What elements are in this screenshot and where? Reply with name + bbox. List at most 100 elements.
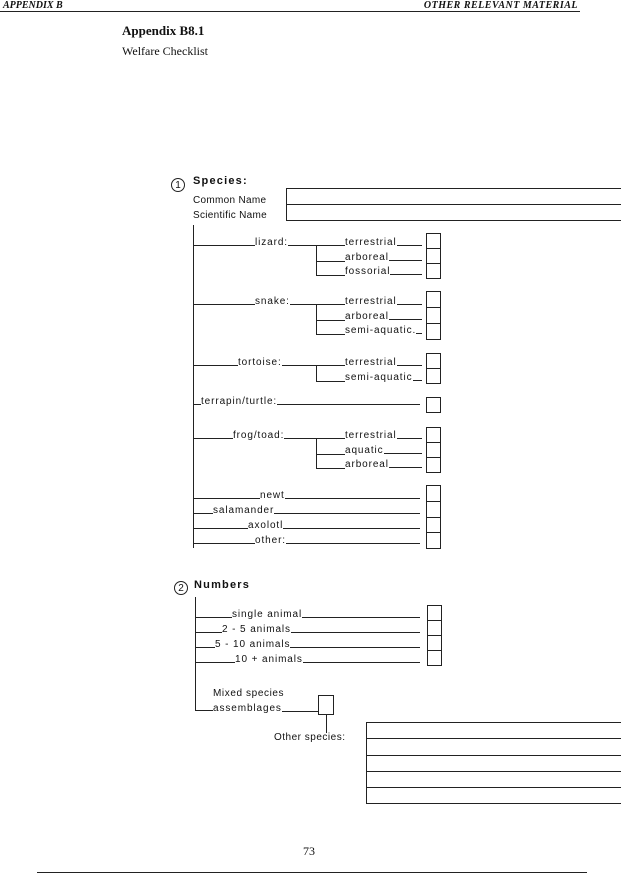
leader-line bbox=[396, 438, 422, 439]
checkbox[interactable] bbox=[427, 486, 440, 502]
leader-line bbox=[412, 379, 422, 381]
number-option: single animal bbox=[195, 607, 420, 620]
leader-line bbox=[195, 647, 215, 648]
habitat-option: terrestrial bbox=[345, 294, 422, 307]
header-rule bbox=[0, 11, 580, 12]
leader-line bbox=[274, 513, 420, 514]
habitat-option: fossorial bbox=[345, 264, 422, 277]
leader-line bbox=[195, 632, 222, 633]
other-species-line[interactable] bbox=[367, 788, 621, 803]
checkbox[interactable] bbox=[427, 369, 440, 383]
number-option-label: 2 - 5 animals bbox=[222, 624, 291, 635]
name-entry-box bbox=[286, 188, 621, 221]
checkbox-column bbox=[426, 353, 441, 384]
species-group-2: tortoise: bbox=[193, 355, 345, 368]
checkbox[interactable] bbox=[427, 458, 440, 472]
checkbox-column bbox=[426, 291, 441, 340]
checkbox[interactable] bbox=[427, 354, 440, 369]
checkbox[interactable] bbox=[428, 621, 441, 636]
mixed-species-label: Mixed species bbox=[213, 688, 285, 699]
leader-line bbox=[287, 245, 345, 246]
section-number-1: 1 bbox=[171, 178, 185, 192]
running-header-right: OTHER RELEVANT MATERIAL bbox=[423, 0, 578, 11]
other-species-line[interactable] bbox=[367, 756, 621, 772]
species-group-6-label: salamander bbox=[213, 505, 275, 516]
checkbox[interactable] bbox=[428, 651, 441, 665]
leader-line bbox=[285, 543, 420, 544]
other-species-box bbox=[366, 722, 621, 804]
common-name-field[interactable] bbox=[287, 189, 621, 205]
leader-line bbox=[388, 318, 422, 320]
leader-line bbox=[193, 438, 233, 439]
habitat-option-label: semi-aquatic. bbox=[345, 325, 417, 336]
branch-line bbox=[316, 334, 345, 335]
species-group-5: newt bbox=[193, 488, 420, 501]
number-option-label: 5 - 10 animals bbox=[215, 639, 291, 650]
checkbox[interactable] bbox=[427, 502, 440, 518]
habitat-option-label: arboreal bbox=[345, 310, 389, 322]
leader-line bbox=[290, 632, 420, 633]
leader-line bbox=[396, 304, 422, 305]
species-group-0-label: lizard: bbox=[255, 237, 288, 248]
checkbox[interactable] bbox=[427, 292, 440, 308]
other-species-line[interactable] bbox=[367, 739, 621, 756]
checkbox[interactable] bbox=[427, 443, 440, 458]
species-group-1-label: snake: bbox=[255, 296, 290, 307]
leader-line bbox=[193, 513, 213, 514]
leader-line bbox=[383, 452, 422, 454]
checkbox-column bbox=[426, 233, 441, 279]
leader-line bbox=[390, 274, 422, 275]
checkbox[interactable] bbox=[427, 518, 440, 534]
tree-branch bbox=[195, 710, 213, 711]
leader-line bbox=[195, 617, 232, 618]
leader-line bbox=[396, 365, 422, 366]
number-option: 5 - 10 animals bbox=[195, 637, 420, 650]
habitat-option-label: terrestrial bbox=[345, 296, 397, 307]
leader-line bbox=[193, 543, 255, 544]
checkbox[interactable] bbox=[427, 264, 440, 278]
leader-line bbox=[302, 617, 420, 618]
leader-line bbox=[193, 404, 201, 405]
habitat-option-label: arboreal bbox=[345, 459, 389, 470]
checkbox[interactable] bbox=[427, 324, 440, 339]
species-group-2-label: tortoise: bbox=[238, 357, 282, 368]
checkbox[interactable] bbox=[428, 606, 441, 621]
checkbox[interactable] bbox=[427, 398, 440, 412]
checkbox[interactable] bbox=[427, 428, 440, 443]
leader-line bbox=[193, 365, 238, 366]
leader-line bbox=[283, 528, 420, 529]
habitat-option-label: terrestrial bbox=[345, 357, 397, 368]
habitat-option: semi-aquatic bbox=[345, 370, 422, 383]
checkbox[interactable] bbox=[427, 234, 440, 249]
leader-line bbox=[281, 365, 345, 366]
common-name-label: Common Name bbox=[193, 195, 267, 206]
checkbox[interactable] bbox=[427, 308, 440, 324]
species-group-7: axolotl bbox=[193, 518, 420, 531]
branch-line bbox=[316, 275, 345, 276]
scientific-name-field[interactable] bbox=[287, 205, 621, 220]
mixed-species-checkbox[interactable] bbox=[318, 695, 334, 715]
leader-line bbox=[388, 467, 422, 468]
mixed-species-row: assemblages bbox=[213, 701, 318, 714]
checkbox[interactable] bbox=[427, 533, 440, 548]
other-species-line[interactable] bbox=[367, 772, 621, 788]
number-option-label: 10 + animals bbox=[235, 654, 303, 665]
leader-line bbox=[193, 304, 255, 305]
species-group-5-label: newt bbox=[260, 490, 285, 501]
habitat-option-label: aquatic bbox=[345, 444, 384, 456]
habitat-option: semi-aquatic. bbox=[345, 323, 422, 336]
checkbox[interactable] bbox=[427, 249, 440, 264]
other-species-line[interactable] bbox=[367, 723, 621, 739]
other-species-label: Other species: bbox=[274, 732, 346, 743]
checkbox-column bbox=[426, 427, 441, 473]
habitat-option: terrestrial bbox=[345, 235, 422, 248]
checkbox[interactable] bbox=[428, 636, 441, 651]
connector-line bbox=[326, 715, 327, 733]
habitat-option: terrestrial bbox=[345, 428, 422, 441]
branch-line bbox=[316, 260, 345, 262]
leader-line bbox=[193, 245, 255, 246]
branch-line bbox=[316, 468, 345, 469]
species-group-1: snake: bbox=[193, 294, 345, 307]
leader-line bbox=[281, 711, 318, 712]
